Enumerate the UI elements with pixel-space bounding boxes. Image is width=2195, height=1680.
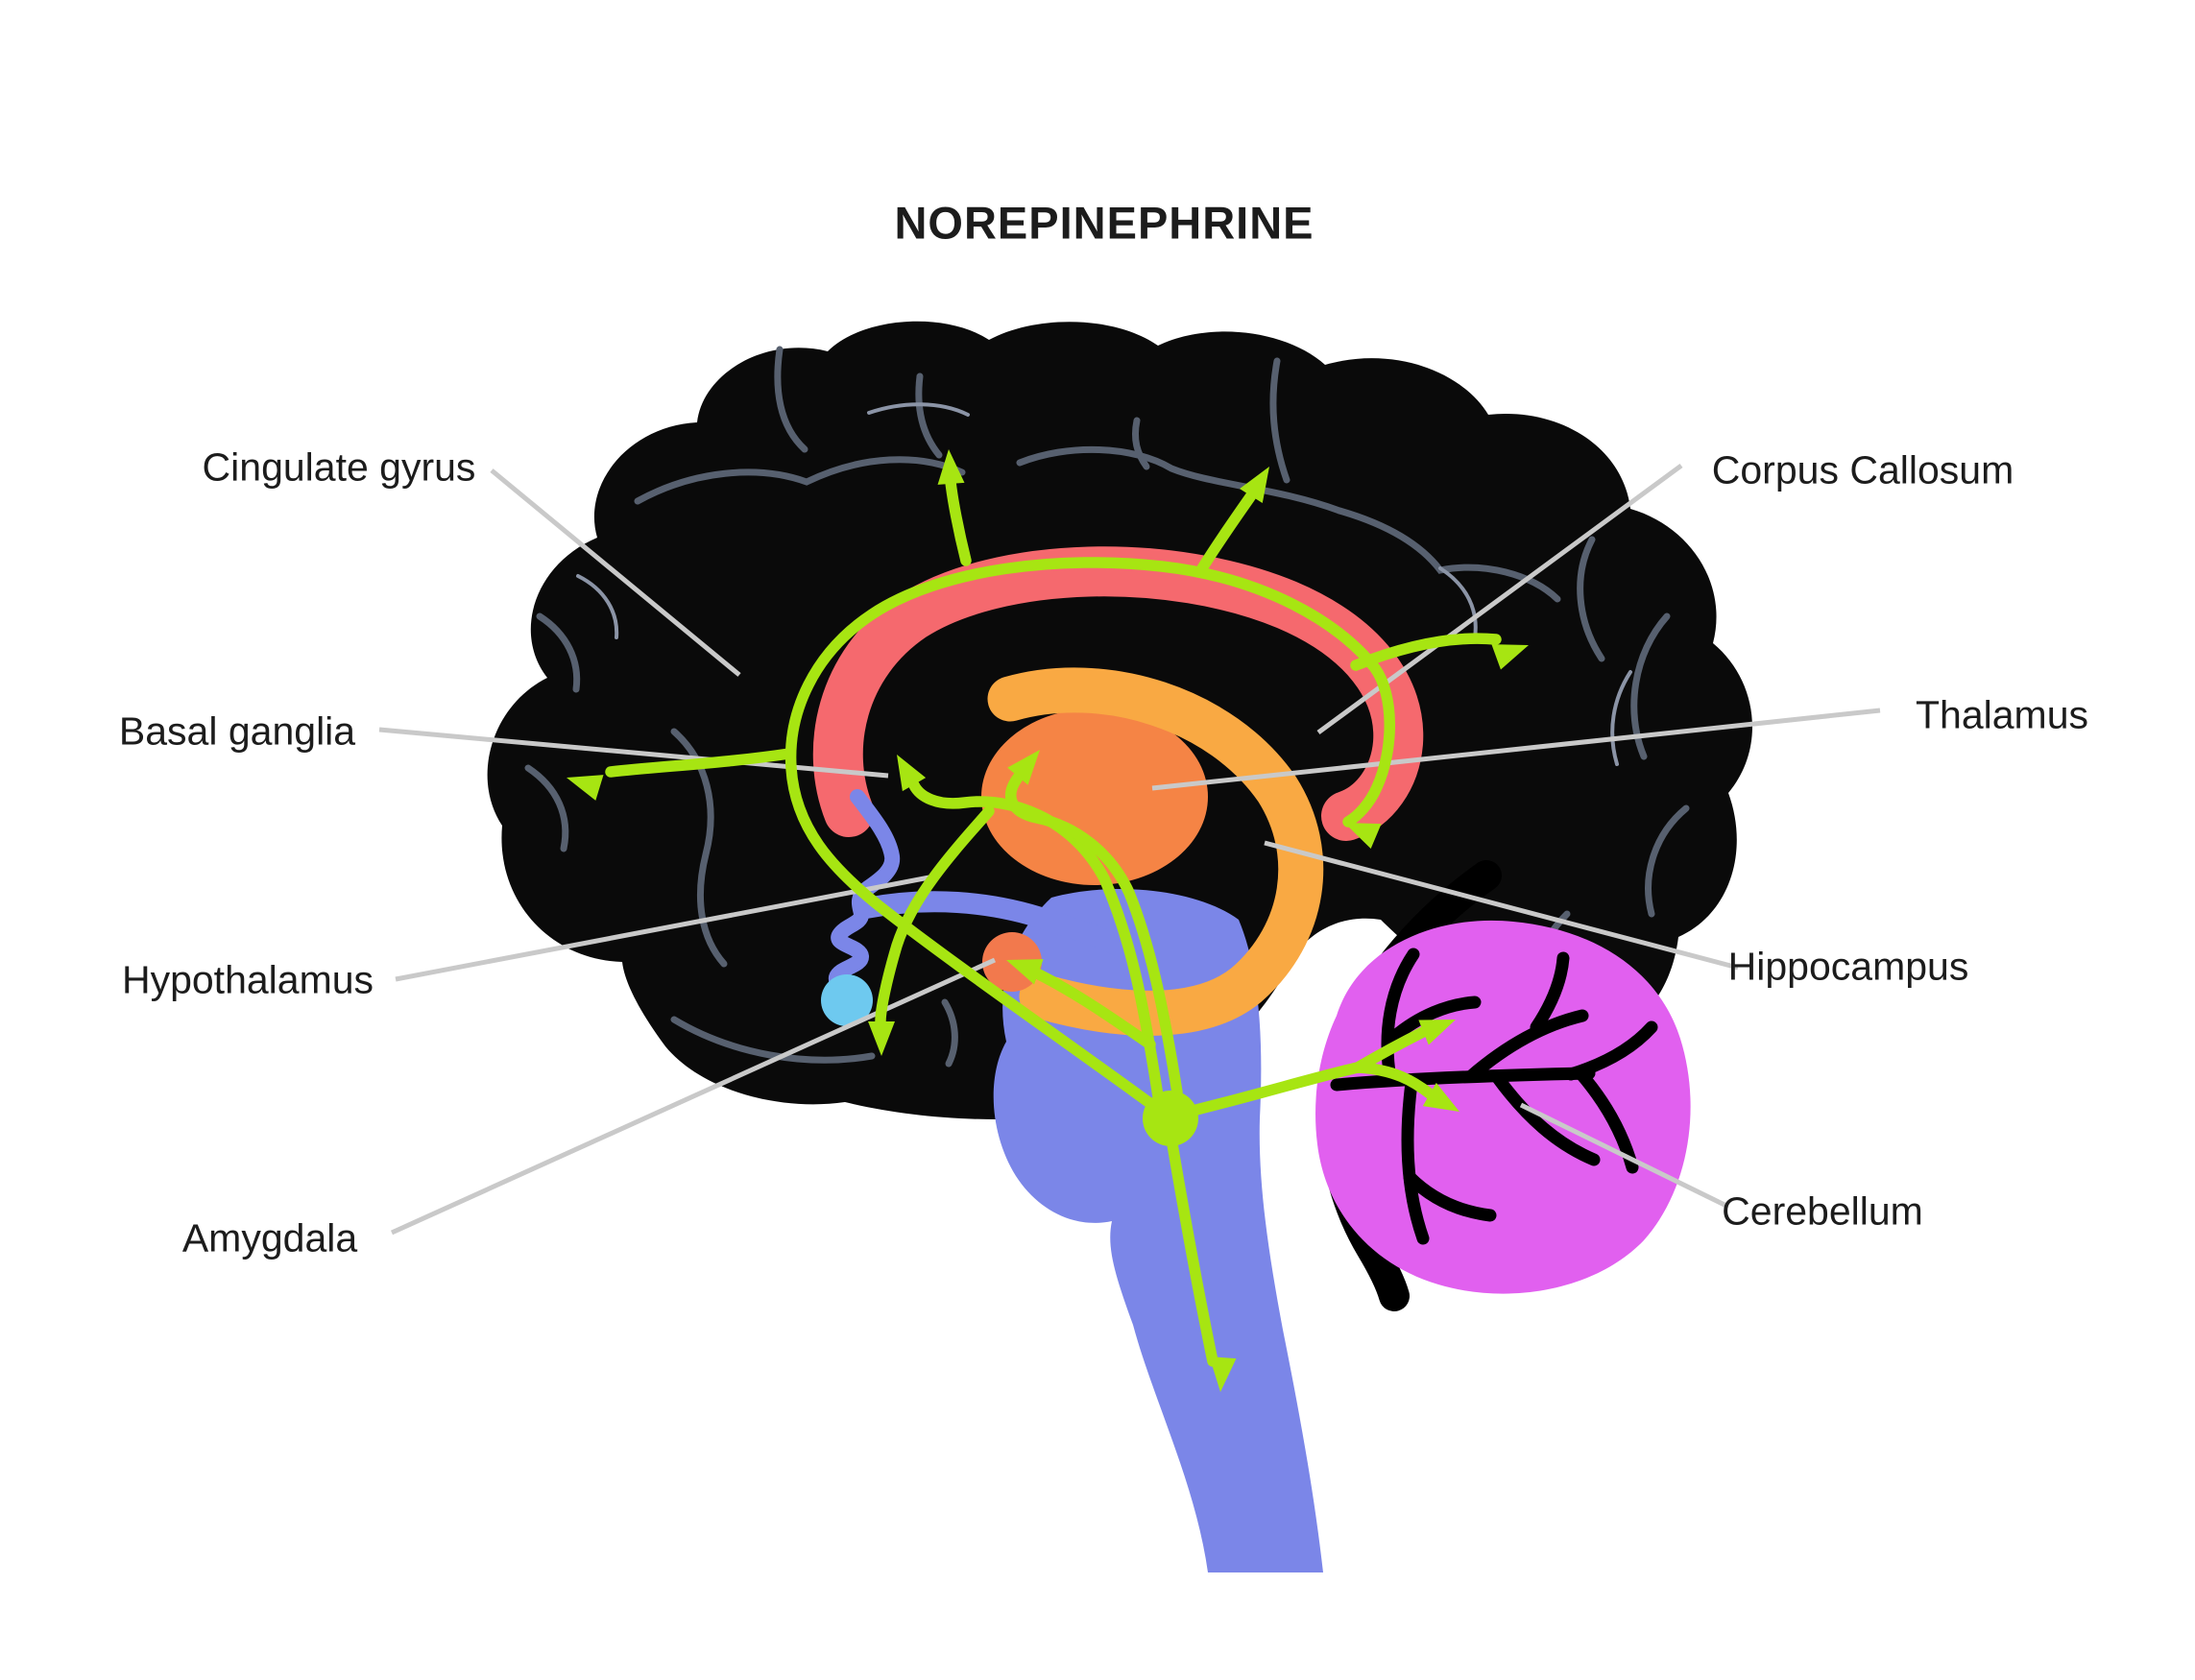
leader-hypothalamus [395, 874, 935, 982]
pathway-bundle-basal-ganglia [908, 780, 1164, 1102]
pathway-bundle-thalamus [1005, 772, 1183, 1098]
pathway-amygdala-branch [1024, 964, 1156, 1050]
arbor-vitae-branches [1330, 948, 1658, 1245]
cerebellum-shape [1315, 920, 1691, 1294]
label-cerebellum: Cerebellum [1722, 1188, 1923, 1234]
label-corpus-callosum: Corpus Callosum [1711, 447, 2014, 492]
label-hippocampus: Hippocampus [1727, 944, 1969, 989]
leader-thalamus [1151, 708, 1881, 791]
pathway-cerebellar [1191, 1062, 1363, 1116]
arrowheads [567, 449, 1529, 1392]
label-cingulate-gyrus: Cingulate gyrus [202, 444, 476, 490]
pituitary-dot [821, 974, 873, 1026]
corpus-callosum-shape [812, 546, 1424, 841]
pathway-cortex-branch-2 [1196, 486, 1260, 574]
brainstem-shape [993, 889, 1323, 1572]
pathway-cerebellar-lower [1352, 1062, 1436, 1100]
diagram-title: NOREPINEPHRINE [894, 197, 1315, 249]
label-thalamus: Thalamus [1915, 692, 2089, 737]
leader-cerebellum [1519, 1102, 1728, 1209]
label-basal-ganglia: Basal ganglia [118, 708, 356, 754]
leader-cingulate-gyrus [490, 468, 741, 677]
label-hypothalamus: Hypothalamus [121, 957, 374, 1002]
pathway-spinal-descending [1167, 1139, 1218, 1367]
pathway-cortex-branch-1 [945, 476, 972, 566]
pathway-cingulum-loop [784, 557, 1395, 1108]
norepinephrine-pathways [567, 449, 1529, 1392]
leader-corpus-callosum [1316, 463, 1683, 735]
leader-basal-ganglia [378, 727, 889, 779]
pathway-parietal-branch [1350, 633, 1502, 671]
label-amygdala: Amygdala [181, 1215, 358, 1260]
pathway-frontal-branch [605, 748, 795, 778]
leader-hippocampus [1264, 840, 1739, 971]
leader-lines [378, 463, 1881, 1236]
pathway-cerebellar-upper [1352, 1025, 1431, 1073]
fornix-squiggle [829, 789, 901, 1004]
leader-amygdala [390, 957, 997, 1236]
pathway-hypothalamus-branch [875, 805, 995, 1027]
locus-coeruleus-dot [1143, 1091, 1198, 1146]
